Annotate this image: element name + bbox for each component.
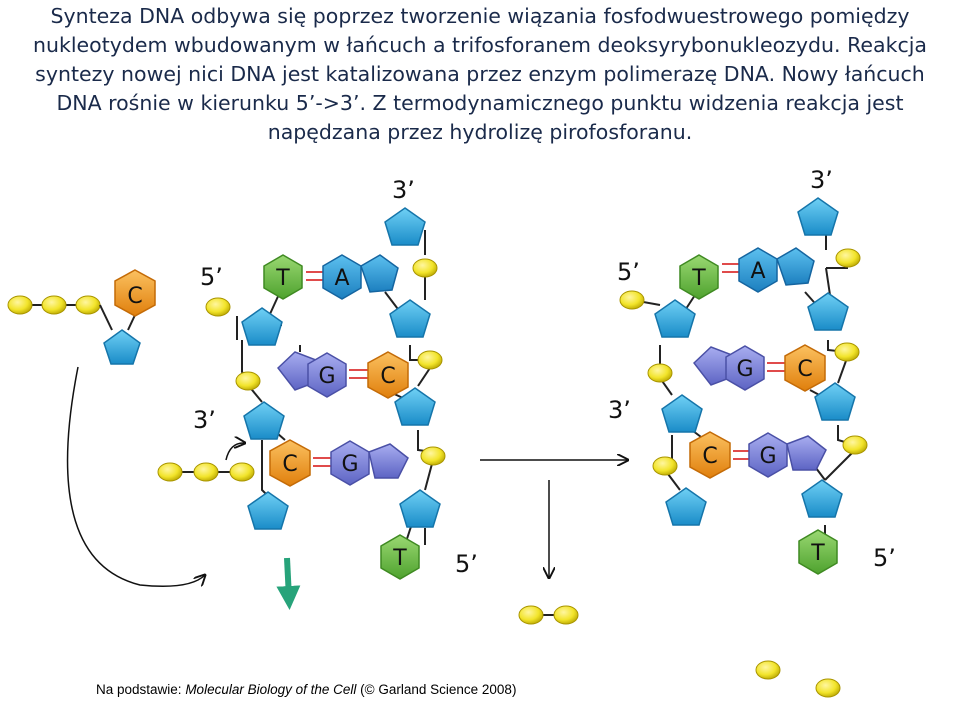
three-prime-label: 3’: [193, 406, 216, 434]
source-note-prefix: Na podstawie:: [96, 682, 186, 697]
base-label: C: [282, 452, 297, 477]
five-prime-label: 5’: [455, 550, 478, 578]
base-label: A: [334, 266, 349, 291]
thymine-base-icon: [798, 529, 838, 575]
sugar-icon: [394, 387, 436, 426]
right-structure: 5’ T A 3’ G C 3’ C G: [608, 166, 896, 575]
adenine-ring-icon: [776, 247, 815, 286]
phosphate-icon: [834, 342, 860, 362]
three-prime-label: 3’: [392, 176, 415, 204]
guanine-ring-icon: [786, 435, 827, 471]
guanine-base-icon: [307, 352, 347, 398]
attack-arrow: [225, 443, 245, 461]
pyrophosphate: [518, 605, 579, 625]
sugar-icon: [247, 491, 289, 530]
sugar-icon: [399, 489, 441, 528]
phosphate-icon: [755, 660, 781, 680]
sugar-icon: [665, 487, 707, 526]
incoming-triphosphate: C: [7, 269, 156, 365]
phosphate-icon: [417, 350, 443, 370]
phosphate-icon: [420, 446, 446, 466]
cytosine-base-icon: [269, 439, 311, 487]
thymine-base-icon: [263, 254, 303, 300]
five-prime-label: 5’: [200, 263, 223, 291]
sugar-icon: [243, 401, 285, 440]
phosphate-icon: [75, 295, 101, 315]
sugar-icon: [797, 197, 839, 236]
five-prime-label: 5’: [873, 544, 896, 572]
phosphate-icon: [835, 248, 861, 268]
cytosine-base-icon: [367, 351, 409, 399]
green-down-arrow: [276, 557, 301, 610]
thymine-base-icon: [380, 534, 420, 580]
base-label: C: [797, 357, 812, 382]
sugar-icon: [801, 479, 843, 518]
phosphate-icon: [619, 290, 645, 310]
base-label: A: [750, 259, 765, 284]
base-label: T: [392, 546, 407, 571]
phosphate-icon: [193, 462, 219, 482]
base-label: G: [318, 364, 335, 389]
phosphate-icon: [412, 258, 438, 278]
base-label: G: [759, 444, 776, 469]
base-label: C: [380, 364, 395, 389]
free-phosphates: [755, 660, 841, 698]
base-label: G: [341, 452, 358, 477]
sugar-icon: [654, 299, 696, 338]
cytosine-base-icon: [689, 431, 731, 479]
source-note-title: Molecular Biology of the Cell: [185, 682, 357, 697]
phosphate-icon: [518, 605, 544, 625]
base-label: T: [275, 266, 290, 291]
phosphate-icon: [229, 462, 255, 482]
five-prime-label: 5’: [617, 258, 640, 286]
phosphate-icon: [647, 363, 673, 383]
curved-arrow: [66, 366, 205, 587]
sugar-icon: [241, 307, 283, 346]
sugar-icon: [103, 329, 141, 365]
phosphate-icon: [815, 678, 841, 698]
guanine-ring-icon: [368, 443, 409, 479]
base-label: T: [691, 266, 706, 291]
adenine-ring-icon: [360, 254, 399, 293]
cytosine-base-icon: [784, 344, 826, 392]
intro-paragraph: Synteza DNA odbywa się poprzez tworzenie…: [33, 4, 927, 144]
guanine-base-icon: [725, 345, 765, 391]
phosphate-icon: [842, 435, 868, 455]
three-prime-label: 3’: [810, 166, 833, 194]
cytosine-base-icon: [114, 269, 156, 317]
source-note: Na podstawie: Molecular Biology of the C…: [96, 682, 516, 697]
phosphate-icon: [553, 605, 579, 625]
left-structure: C 5’ T A 3’ G C 3’ C: [7, 176, 478, 610]
sugar-icon: [814, 382, 856, 421]
base-label: G: [736, 357, 753, 382]
base-label: C: [702, 444, 717, 469]
phosphate-icon: [205, 297, 231, 317]
sugar-icon: [384, 207, 426, 246]
sugar-icon: [661, 394, 703, 433]
phosphate-icon: [652, 456, 678, 476]
base-label: T: [810, 541, 825, 566]
phosphate-icon: [157, 462, 183, 482]
source-note-suffix: (© Garland Science 2008): [356, 682, 517, 697]
base-label: C: [127, 284, 142, 309]
thymine-base-icon: [679, 254, 719, 300]
phosphate-icon: [235, 371, 261, 391]
three-prime-label: 3’: [608, 396, 631, 424]
sugar-icon: [807, 292, 849, 331]
phosphate-icon: [41, 295, 67, 315]
phosphate-icon: [7, 295, 33, 315]
sugar-icon: [389, 299, 431, 338]
